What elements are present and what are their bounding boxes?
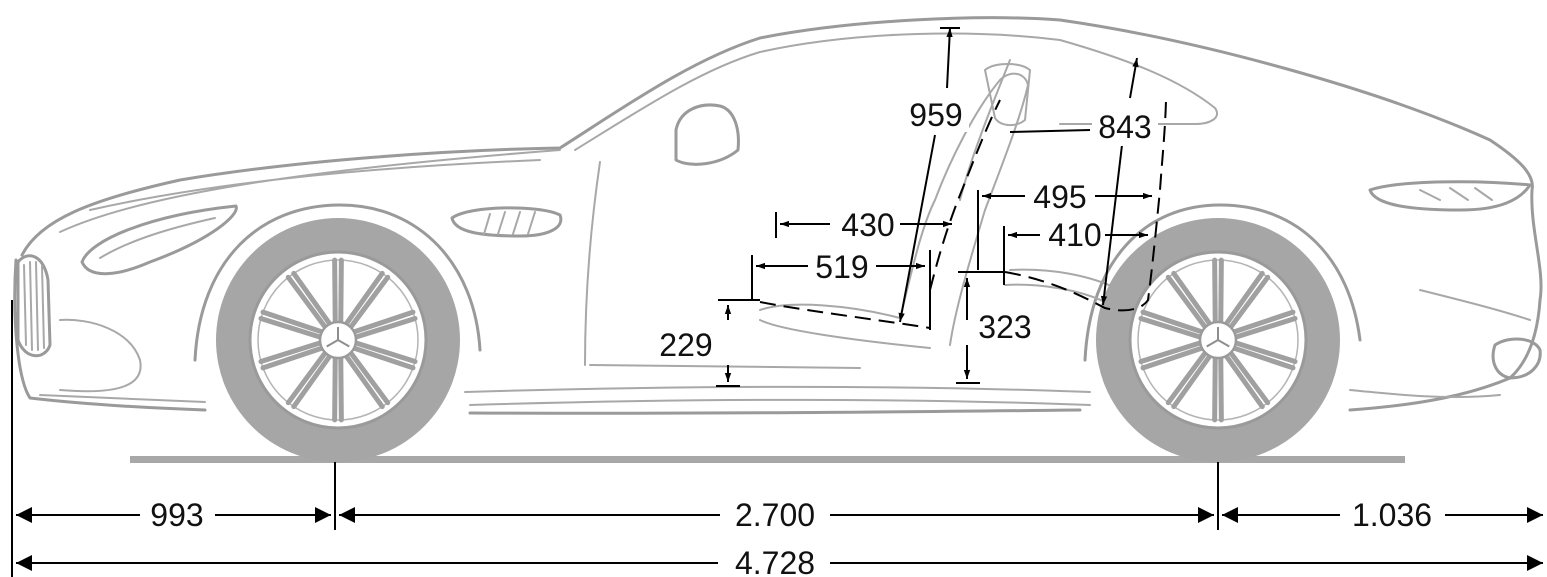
label-overall-length: 4.728 (735, 545, 815, 577)
wheel-spoke (1223, 270, 1265, 327)
dimension-labels: 959 843 430 519 495 410 229 323 993 2.70… (150, 96, 1432, 577)
headlight (80, 204, 238, 276)
wheel-spoke (258, 340, 323, 365)
wheel-spoke (1233, 315, 1298, 340)
label-seat-height-rear: 323 (978, 309, 1031, 345)
wheel-spoke (351, 309, 416, 335)
wheel-spoke (1165, 350, 1208, 406)
wheel-spoke (1140, 345, 1205, 371)
grille-slats (23, 261, 45, 351)
wheel-spoke (338, 257, 344, 325)
car-body-outline (13, 16, 1543, 415)
car-side-view-icon (13, 16, 1543, 463)
wheels-group (216, 218, 1340, 462)
wheel-spoke (258, 315, 323, 340)
side-vent (450, 206, 563, 238)
wheel-spoke (1212, 257, 1218, 325)
wheel-spoke (1212, 355, 1218, 423)
label-legroom-front: 430 (841, 207, 894, 243)
wheel-spoke (332, 355, 338, 423)
wheel-spoke (285, 274, 328, 330)
wheel-spoke (1138, 315, 1203, 340)
rear-wheel-arch (1083, 203, 1362, 362)
label-rear-overhang: 1.036 (1352, 497, 1432, 533)
wheel-spoke (1228, 274, 1271, 330)
label-headroom-front: 959 (909, 97, 962, 133)
wheel-spoke (338, 355, 344, 423)
three-pointed-star-icon (326, 327, 350, 348)
wheel-spoke (1171, 353, 1213, 410)
wheel-spoke (1231, 309, 1296, 335)
wheel-spoke (348, 350, 391, 406)
label-rear-seat-depth: 410 (1048, 217, 1101, 253)
wheel-spoke (1233, 340, 1298, 365)
wheel-spoke (351, 345, 416, 371)
rear-seat (1004, 268, 1121, 303)
wheel-spoke (1171, 270, 1213, 327)
label-seat-height-front: 229 (659, 327, 712, 363)
wheel-spoke (291, 270, 333, 327)
front-seat-dashed (759, 301, 931, 329)
front-bumper-intake (39, 318, 206, 403)
wheel-spoke (1228, 350, 1271, 406)
side-window-outline (574, 32, 1218, 151)
front-grille (16, 254, 52, 358)
wheel-spoke (1138, 340, 1203, 365)
side-vent-slats (483, 211, 536, 235)
wheel-spoke (1165, 274, 1208, 330)
label-legroom-rear: 495 (1033, 179, 1086, 215)
roof-height-line (1009, 129, 1091, 133)
label-front-overhang: 993 (150, 497, 203, 533)
taillight (1368, 180, 1532, 212)
wheel-spoke (1231, 345, 1296, 371)
front-wheel-arch (193, 203, 482, 362)
wheel-spoke (260, 309, 325, 335)
headroom-rear-upper (1129, 57, 1139, 99)
headroom-front-upper (946, 27, 953, 89)
wheel-spoke (1218, 355, 1224, 423)
wheel-spoke (353, 340, 418, 365)
headlight-inner (99, 217, 216, 259)
rear-seat-dashed (1004, 99, 1167, 312)
front-headrest (984, 63, 1031, 126)
label-wheelbase: 2.700 (735, 497, 815, 533)
label-seat-cushion-depth: 519 (815, 249, 868, 285)
side-mirror (674, 103, 740, 166)
wheel-spoke (1223, 353, 1265, 410)
taillight-inner (1419, 187, 1493, 201)
wheel-spoke (348, 274, 391, 330)
wheel-spoke (343, 353, 385, 410)
three-pointed-star-icon (1206, 327, 1230, 348)
ground-line (130, 456, 1405, 463)
wheel-spoke (1218, 257, 1224, 325)
label-headroom-rear: 843 (1098, 109, 1151, 145)
wheel-spoke (353, 315, 418, 340)
rear-diffuser (1349, 289, 1531, 399)
wheel-spoke (343, 270, 385, 327)
headroom-rear-lower (1100, 144, 1123, 306)
exhaust-tips (1491, 337, 1542, 380)
front-back-dashed (929, 99, 1001, 291)
hood-line (59, 149, 561, 233)
side-skirt (464, 385, 1091, 406)
front-alloy-wheel-icon (216, 218, 460, 462)
rear-alloy-wheel-icon (1096, 218, 1340, 462)
dimension-lines (11, 27, 1543, 577)
wheel-spoke (1140, 309, 1205, 335)
headroom-front-lower (898, 134, 936, 323)
wheel-spoke (285, 350, 328, 406)
wheel-spoke (291, 353, 333, 410)
wheel-spoke (260, 345, 325, 371)
wheel-spoke (332, 257, 338, 325)
